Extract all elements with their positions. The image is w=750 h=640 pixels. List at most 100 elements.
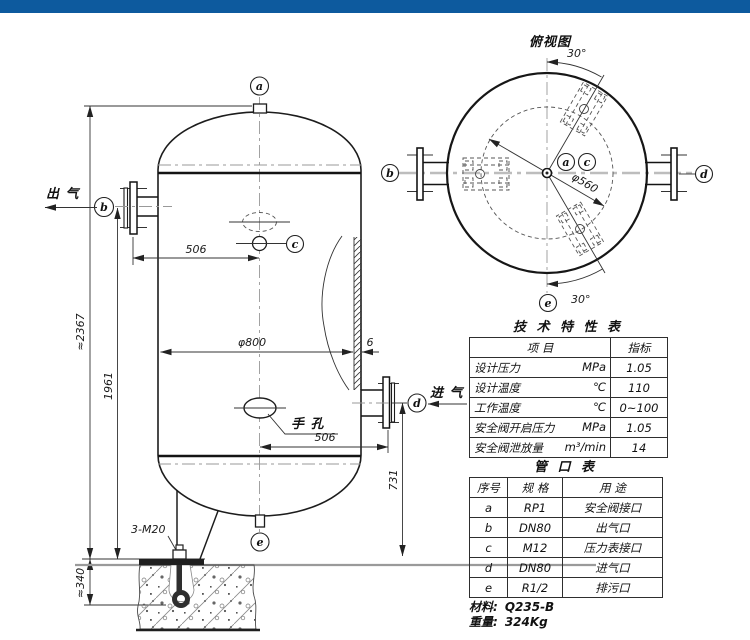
top-balloon-d-text: d bbox=[700, 168, 708, 181]
angle-top-text: 30° bbox=[567, 47, 587, 60]
col-no: 序号 bbox=[469, 477, 508, 498]
top-balloon-a: a bbox=[556, 152, 576, 172]
table-row: d DN80 进气口 bbox=[469, 557, 663, 578]
nozzle-spec: DN80 bbox=[507, 517, 563, 538]
wall-section bbox=[321, 235, 361, 391]
dim-foundation-depth: ≈340 bbox=[74, 558, 166, 606]
balloon-d: d bbox=[407, 393, 427, 413]
tech-table-title: 技 术 特 性 表 bbox=[512, 320, 624, 335]
top-balloon-e-text: e bbox=[545, 297, 552, 310]
top-balloon-b-text: b bbox=[386, 167, 394, 180]
top-view-title: 俯视图 bbox=[529, 34, 572, 50]
col-item: 项 目 bbox=[469, 337, 611, 358]
dim-506-upper: 506 bbox=[132, 237, 260, 265]
foundation: 3-M20 bbox=[75, 523, 596, 632]
top-view: 俯视图 φ560 30° 30° bbox=[380, 34, 714, 313]
table-row: 工作温度 ℃ 0~100 bbox=[469, 397, 668, 418]
top-balloon-b: b bbox=[380, 163, 400, 183]
item-label: 设计温度 bbox=[474, 380, 520, 395]
angle-arc-bottom bbox=[546, 268, 603, 288]
top-flange-b bbox=[407, 147, 449, 201]
inlet-label: 进 气 bbox=[430, 385, 465, 401]
dim-506-lower: 506 bbox=[259, 430, 389, 453]
nozzle-use: 压力表接口 bbox=[562, 537, 663, 558]
nozzle-e bbox=[254, 514, 266, 528]
table-row: c M12 压力表接口 bbox=[469, 537, 663, 558]
outlet-label: 出 气 bbox=[46, 186, 81, 202]
weight-note: 重量:324Kg bbox=[469, 615, 554, 630]
top-balloon-a-text: a bbox=[562, 156, 569, 169]
dim-inner-diameter: φ800 bbox=[160, 336, 354, 356]
shell-circle bbox=[445, 71, 649, 275]
item-value: 1.05 bbox=[610, 417, 668, 438]
nozzle-use: 进气口 bbox=[562, 557, 663, 578]
balloon-d-text: d bbox=[413, 397, 421, 410]
item-value: 1.05 bbox=[610, 357, 668, 378]
top-balloon-d: d bbox=[694, 164, 714, 184]
item-value: 110 bbox=[610, 377, 668, 398]
top-accent-bar bbox=[0, 0, 750, 13]
col-use: 用 途 bbox=[562, 477, 663, 498]
dim-506-upper-text: 506 bbox=[186, 243, 207, 256]
top-balloon-e: e bbox=[538, 293, 558, 313]
material-value: Q235-B bbox=[504, 600, 555, 614]
nozzle-spec: R1/2 bbox=[507, 577, 563, 598]
item-label: 设计压力 bbox=[474, 360, 520, 375]
handhole-label: 手 孔 bbox=[291, 416, 325, 432]
nozzle-use: 排污口 bbox=[562, 577, 663, 598]
dim-body-height: 1961 bbox=[102, 207, 121, 560]
nozzle-use: 出气口 bbox=[562, 517, 663, 538]
balloon-b-text: b bbox=[100, 201, 108, 214]
item-unit: ℃ bbox=[593, 379, 606, 394]
dim-inner-dia-text: φ800 bbox=[238, 336, 266, 349]
dim-wall-text: 6 bbox=[367, 336, 374, 349]
col-spec: 规 格 bbox=[507, 477, 563, 498]
balloon-c-text: c bbox=[292, 238, 299, 251]
table-header-row: 序号 规 格 用 途 bbox=[469, 477, 663, 498]
dim-731-text: 731 bbox=[387, 470, 400, 491]
dim-wall-thickness: 6 bbox=[361, 336, 379, 356]
item-unit: MPa bbox=[582, 359, 606, 374]
table-row: a RP1 安全阀接口 bbox=[469, 497, 663, 518]
col-value: 指标 bbox=[610, 337, 668, 358]
balloon-c: c bbox=[285, 234, 305, 254]
nozzle-no: b bbox=[469, 517, 508, 538]
balloon-a-text: a bbox=[256, 80, 263, 93]
nozzle-no: c bbox=[469, 537, 508, 558]
pad-feature-top-right bbox=[559, 81, 609, 137]
item-label: 安全阀开启压力 bbox=[474, 420, 555, 435]
top-flange-d bbox=[645, 147, 695, 201]
nozzle-a bbox=[252, 103, 268, 114]
weight-value: 324Kg bbox=[504, 615, 548, 629]
item-unit: m³/min bbox=[564, 439, 606, 454]
dim-731: 731 bbox=[387, 402, 407, 557]
item-value: 0~100 bbox=[610, 397, 668, 418]
item-unit: ℃ bbox=[593, 399, 606, 414]
table-row: 设计压力 MPa 1.05 bbox=[469, 357, 668, 378]
top-balloon-c: c bbox=[577, 152, 597, 172]
anchor-bolt bbox=[172, 544, 190, 608]
table-row: e R1/2 排污口 bbox=[469, 577, 663, 598]
nozzle-spec: DN80 bbox=[507, 557, 563, 578]
item-value: 14 bbox=[610, 437, 668, 458]
item-label: 工作温度 bbox=[474, 400, 520, 415]
balloon-e-text: e bbox=[257, 536, 264, 549]
material-label: 材料: bbox=[469, 600, 498, 614]
nozzle-no: a bbox=[469, 497, 508, 518]
top-balloon-c-text: c bbox=[584, 156, 591, 169]
balloon-b: b bbox=[93, 196, 115, 218]
nozzle-use: 安全阀接口 bbox=[562, 497, 663, 518]
nozzle-no: d bbox=[469, 557, 508, 578]
nozzle-table-title: 管 口 表 bbox=[533, 460, 598, 475]
angle-arc-top bbox=[546, 58, 602, 78]
table-row: 设计温度 ℃ 110 bbox=[469, 377, 668, 398]
nozzle-table: 管 口 表 序号 规 格 用 途 a RP1 安全阀接口 b DN80 出气口 … bbox=[469, 460, 663, 598]
concrete-block bbox=[137, 564, 257, 630]
nozzle-spec: RP1 bbox=[507, 497, 563, 518]
pad-feature-left bbox=[462, 157, 510, 191]
nozzle-spec: M12 bbox=[507, 537, 563, 558]
nozzle-c bbox=[229, 212, 290, 252]
material-note: 材料: Q235-B bbox=[469, 600, 554, 615]
